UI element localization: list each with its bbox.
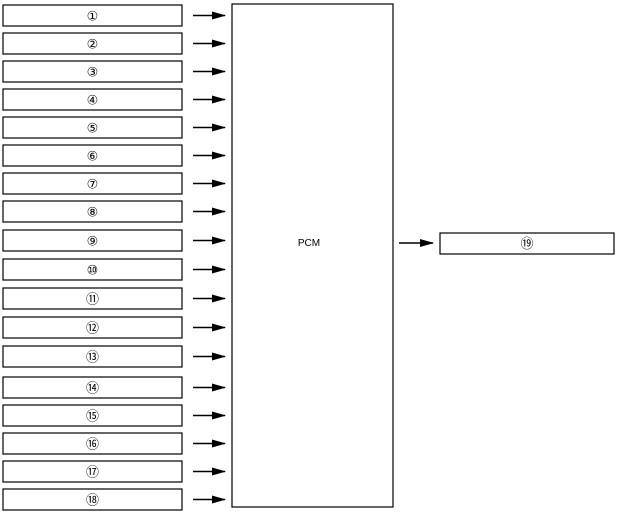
input-box-label-12: ⑫ xyxy=(86,322,99,337)
output-box xyxy=(439,232,615,255)
input-box-label-16: ⑯ xyxy=(86,438,99,453)
input-box-10 xyxy=(2,258,183,281)
input-box-18 xyxy=(2,488,183,511)
input-box-17 xyxy=(2,460,183,483)
input-box-label-7: ⑦ xyxy=(87,178,99,193)
input-box-2 xyxy=(2,32,183,55)
input-box-3 xyxy=(2,60,183,83)
input-box-label-5: ⑤ xyxy=(87,122,99,137)
input-box-label-11: ⑪ xyxy=(86,293,99,308)
input-box-5 xyxy=(2,116,183,139)
input-box-label-8: ⑧ xyxy=(87,206,99,221)
input-box-13 xyxy=(2,345,183,368)
input-box-11 xyxy=(2,287,183,310)
output-signal: ⑲ xyxy=(399,232,615,255)
input-box-12 xyxy=(2,316,183,339)
input-box-1 xyxy=(2,4,183,27)
input-box-9 xyxy=(2,229,183,252)
input-box-6 xyxy=(2,144,183,167)
input-box-label-13: ⑬ xyxy=(86,351,99,366)
input-box-7 xyxy=(2,172,183,195)
input-box-label-3: ③ xyxy=(87,66,99,81)
output-box-label: ⑲ xyxy=(520,237,533,252)
input-box-label-2: ② xyxy=(87,38,99,53)
input-box-label-9: ⑨ xyxy=(87,235,99,250)
input-box-8 xyxy=(2,200,183,223)
input-box-label-15: ⑮ xyxy=(86,410,99,425)
input-signals: ① ② ③ ④ ⑤ ⑥ ⑦ ⑧ ⑨ ⑩ ⑪ ⑫ ⑬ ⑭ ⑮ ⑯ ⑰ ⑱ xyxy=(2,4,226,511)
input-box-label-4: ④ xyxy=(87,94,99,109)
input-box-label-18: ⑱ xyxy=(86,494,99,509)
input-box-4 xyxy=(2,88,183,111)
input-box-label-10: ⑩ xyxy=(87,264,99,279)
input-box-16 xyxy=(2,432,183,455)
pcm-box xyxy=(231,3,394,508)
input-box-label-14: ⑭ xyxy=(86,382,99,397)
input-box-label-6: ⑥ xyxy=(87,150,99,165)
input-box-15 xyxy=(2,404,183,427)
pcm-label: PCM xyxy=(298,238,320,249)
input-box-label-1: ① xyxy=(87,10,99,25)
input-box-14 xyxy=(2,376,183,399)
input-box-label-17: ⑰ xyxy=(86,466,99,481)
pcm-block: PCM xyxy=(231,3,394,508)
